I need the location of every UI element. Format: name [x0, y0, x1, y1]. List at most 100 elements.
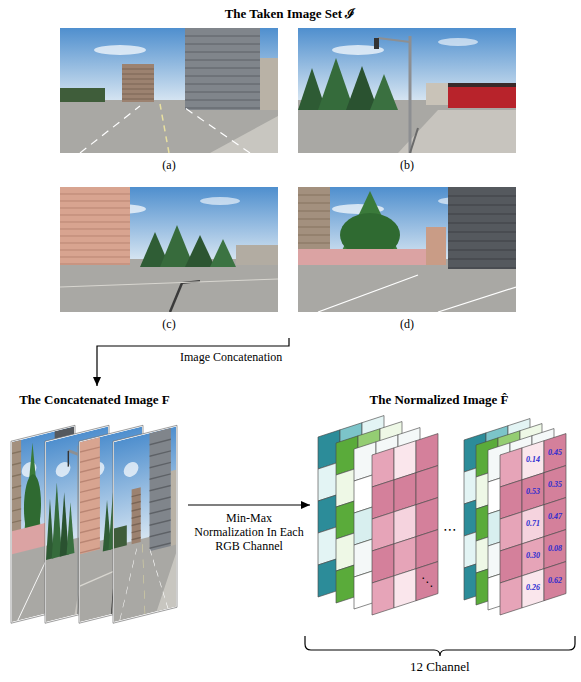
scene-shape [68, 451, 69, 467]
scene-shape [185, 28, 260, 110]
scene-shape [150, 544, 168, 613]
channel-grid [372, 434, 438, 615]
scene-shape [12, 463, 21, 465]
cell-value: 0.47 [548, 513, 562, 522]
scene-shape [60, 257, 130, 258]
cloud [438, 38, 478, 46]
scene-shape [150, 462, 171, 467]
edge-label: Image Concatenation [179, 350, 283, 364]
scene-shape [80, 548, 100, 553]
scene-shape [185, 60, 260, 61]
scene-shape [150, 474, 171, 479]
scene-shape [298, 243, 330, 244]
scene-shape [80, 477, 100, 482]
scene-shape [298, 227, 330, 228]
scene-shape [114, 525, 127, 548]
channel-count-label: 12 Channel [410, 660, 470, 674]
cell-value: 0.30 [526, 552, 540, 561]
scene-shape [448, 196, 516, 197]
scene-shape [171, 470, 176, 546]
scene-shape [122, 94, 154, 95]
road [60, 100, 278, 153]
scene-shape [80, 457, 100, 462]
scene-shape [448, 232, 516, 233]
scene-shape [378, 38, 410, 42]
scene-shape [150, 543, 171, 548]
scene-shape [150, 451, 171, 456]
scene-image [298, 187, 516, 312]
scene-shape [132, 523, 141, 525]
scene-shape [132, 509, 141, 511]
figure-heading: The Taken Image Set ℐ [55, 2, 525, 22]
figure-group: The Normalized Image F̂ [300, 388, 578, 633]
scene-shape [298, 203, 330, 204]
scene-shape [60, 208, 130, 209]
grid-cell [372, 576, 394, 615]
scene-shape [12, 522, 49, 554]
figure-heading: The Normalized Image F̂ [300, 388, 578, 408]
scene-shape [150, 439, 171, 444]
image-panel: (b) [298, 28, 516, 178]
cloud [200, 197, 240, 205]
ellipsis-mark: ⋯ [443, 522, 457, 537]
scene-shape [122, 74, 154, 75]
scene-shape [298, 211, 330, 212]
subfigure-caption: (c) [60, 316, 278, 332]
concatenated-stack [2, 388, 187, 646]
scene-shape [60, 201, 130, 202]
scene-shape [60, 250, 130, 251]
scene-shape [132, 516, 141, 518]
scene-shape [122, 64, 154, 102]
scene-shape [426, 227, 446, 265]
cloud [94, 45, 146, 55]
cell-value: 0.62 [548, 577, 562, 586]
cell-value: 0.53 [526, 488, 540, 497]
scene-shape [60, 264, 130, 265]
cell-value: 0.08 [548, 545, 562, 554]
scene-shape [185, 52, 260, 53]
scene-shape [12, 440, 21, 543]
scene-shape [122, 69, 154, 70]
scene-shape [80, 467, 100, 472]
scene-shape [298, 249, 428, 265]
sky [114, 427, 176, 558]
scene-shape [60, 243, 130, 244]
cloud [124, 460, 139, 478]
scene-shape [370, 74, 398, 110]
sheet-border [113, 425, 177, 623]
scene-shape [12, 486, 21, 488]
scene-shape [236, 245, 278, 265]
scene-shape [60, 279, 278, 287]
scene-shape [438, 287, 516, 312]
scene-shape [298, 195, 330, 196]
scene-shape [409, 36, 412, 153]
channel-grid [500, 434, 566, 615]
scene-shape [185, 235, 215, 267]
scene-image [60, 28, 278, 153]
scene-shape [150, 428, 171, 551]
scene-shape [60, 222, 130, 223]
scene-shape [448, 86, 516, 108]
scene-shape [80, 106, 140, 153]
scene-shape [185, 84, 260, 85]
scene-shape [122, 84, 154, 85]
subfigure-caption: (b) [298, 157, 516, 173]
scene-shape [448, 241, 516, 242]
cell-value: 0.14 [526, 456, 540, 465]
scene-shape [185, 68, 260, 69]
figure-group: The Taken Image Set ℐ(a)(b)(c)(d) [55, 2, 525, 338]
scene-shape [298, 187, 330, 257]
scene-shape [298, 235, 330, 236]
scene-shape [69, 448, 78, 456]
scene-shape [150, 485, 171, 490]
scene-shape [80, 498, 100, 503]
scene-shape [448, 250, 516, 251]
scene-image [60, 187, 278, 312]
sky [60, 187, 278, 267]
scene-shape [150, 497, 171, 502]
sheet-image [114, 427, 176, 622]
edge-label: Min-Max Normalization In Each RGB Channe… [192, 511, 306, 553]
scene-shape [170, 283, 182, 312]
grid-cell [394, 569, 416, 608]
